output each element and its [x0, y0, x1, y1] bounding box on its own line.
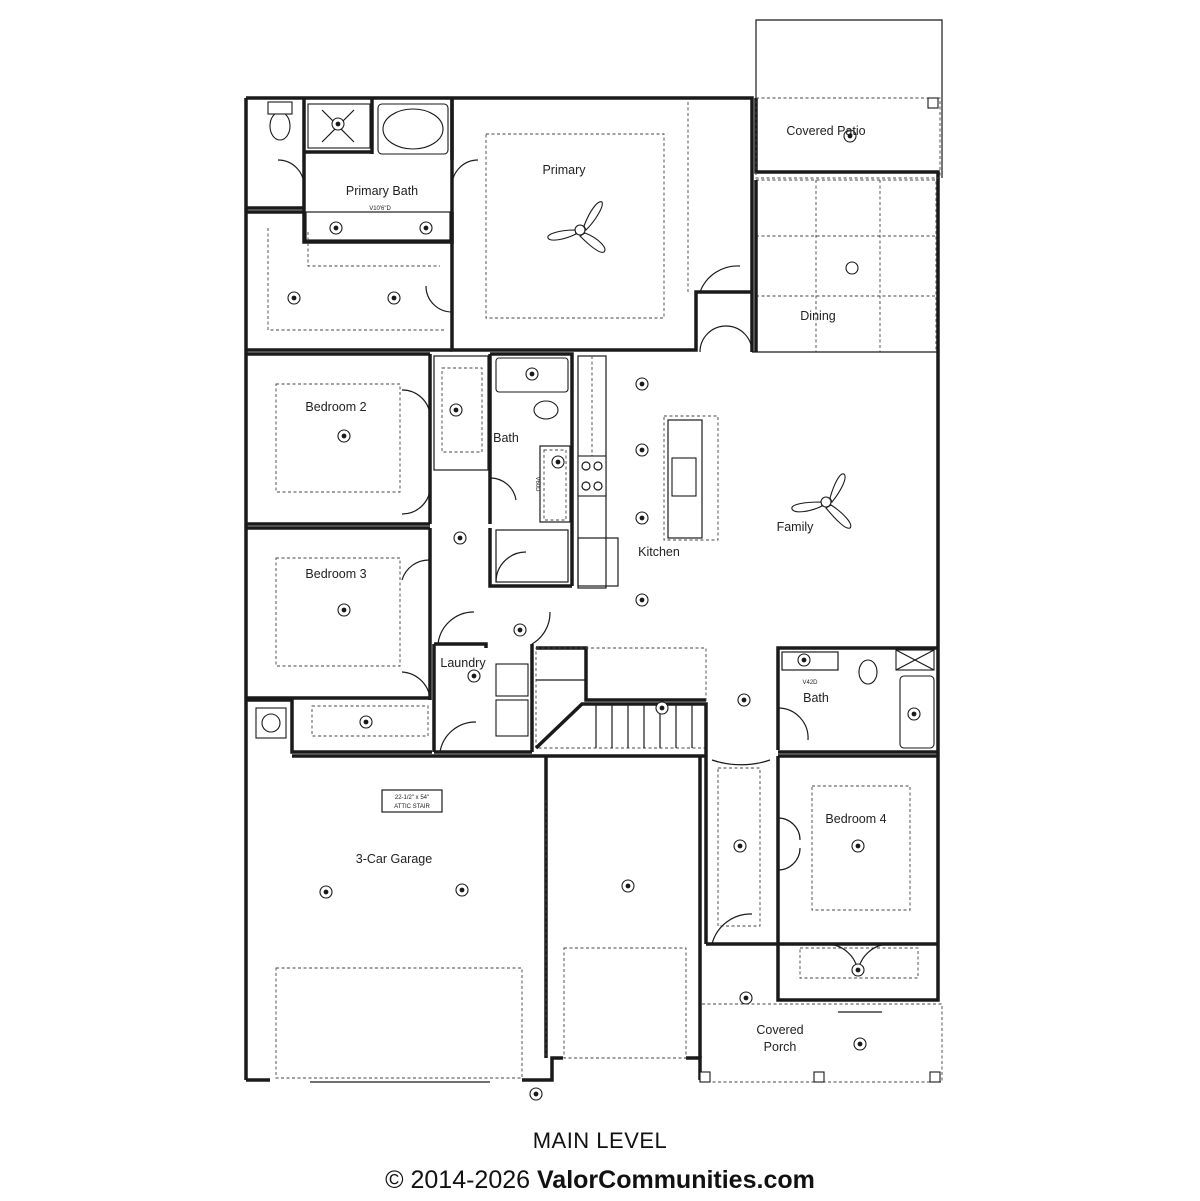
recessed-light-icon [331, 117, 345, 131]
recessed-light-icon [655, 701, 669, 715]
recessed-light-icon [851, 963, 865, 977]
recessed-light-icon [843, 129, 857, 143]
vanity-note: V60D [534, 476, 540, 492]
room-label-bath: Bath [493, 431, 519, 445]
garage [275, 754, 706, 1083]
room-label-covered-porch: Porch [764, 1040, 797, 1054]
recessed-light-icon [635, 593, 649, 607]
covered-patio [754, 19, 943, 179]
stairs [534, 646, 708, 752]
recessed-light-icon [621, 879, 635, 893]
recessed-light-icon [853, 1037, 867, 1051]
attic-stair-note: ATTIC STAIR [394, 804, 430, 810]
recessed-light-icon [797, 653, 811, 667]
covered-porch [699, 1003, 943, 1083]
plan-title: MAIN LEVEL [532, 1128, 668, 1153]
attic-stair-note: 22-1/2" x 54" [395, 795, 429, 801]
room-label-kitchen: Kitchen [638, 545, 680, 559]
room-label-bedroom-2: Bedroom 2 [305, 400, 366, 414]
primary-bedroom [450, 98, 753, 353]
primary-bath-walls [246, 98, 479, 244]
recessed-light-icon [635, 377, 649, 391]
recessed-light-icon [467, 669, 481, 683]
laundry [432, 611, 551, 754]
room-label-family: Family [777, 520, 815, 534]
recessed-light-icon [337, 603, 351, 617]
room-label-primary-bath: Primary Bath [346, 184, 418, 198]
recessed-lights [287, 117, 921, 1101]
garage-storage [246, 698, 432, 754]
kitchen [577, 355, 719, 589]
recessed-light-icon [329, 221, 343, 235]
recessed-light-icon [449, 403, 463, 417]
vanity-note: V42D [802, 680, 818, 686]
hall-bath [488, 352, 574, 588]
recessed-light-icon [455, 883, 469, 897]
recessed-light-icon [453, 531, 467, 545]
room-label-covered-porch: Covered [756, 1023, 803, 1037]
bedroom-2 [246, 352, 489, 526]
copyright-text: © 2014-2026 [385, 1166, 531, 1194]
recessed-light-icon [419, 221, 433, 235]
room-label-garage: 3-Car Garage [356, 852, 432, 866]
recessed-light-icon [387, 291, 401, 305]
copyright-line: © 2014-2026 ValorCommunities.com [0, 1166, 1200, 1195]
brand-name: ValorCommunities.com [537, 1166, 815, 1194]
room-label-primary: Primary [542, 163, 586, 177]
recessed-light-icon [529, 1087, 543, 1101]
foyer [704, 752, 771, 946]
room-label-bath-4: Bath [803, 691, 829, 705]
recessed-light-icon [287, 291, 301, 305]
vanity-note: V10'6"D [369, 206, 391, 212]
bedroom-3 [246, 526, 432, 700]
recessed-light-icon [525, 367, 539, 381]
room-label-dining: Dining [800, 309, 835, 323]
recessed-light-icon [851, 839, 865, 853]
bath-4 [776, 646, 938, 754]
primary-closet [246, 210, 453, 352]
recessed-light-icon [513, 623, 527, 637]
dining-grid [752, 179, 938, 353]
ceiling-fan-icon [791, 473, 852, 529]
room-label-bedroom-4: Bedroom 4 [825, 812, 886, 826]
recessed-light-icon [359, 715, 373, 729]
recessed-light-icon [337, 429, 351, 443]
recessed-light-icon [635, 443, 649, 457]
recessed-light-icon [635, 511, 649, 525]
recessed-light-icon [737, 693, 751, 707]
room-label-bedroom-3: Bedroom 3 [305, 567, 366, 581]
bedroom-4 [766, 754, 938, 979]
room-label-covered-patio: Covered Patio [786, 124, 865, 138]
recessed-light-icon [907, 707, 921, 721]
recessed-light-icon [733, 839, 747, 853]
ceiling-fan-icon [547, 201, 606, 253]
recessed-light-icon [551, 455, 565, 469]
recessed-light-icon [739, 991, 753, 1005]
recessed-light-icon [319, 885, 333, 899]
room-label-laundry: Laundry [440, 656, 486, 670]
